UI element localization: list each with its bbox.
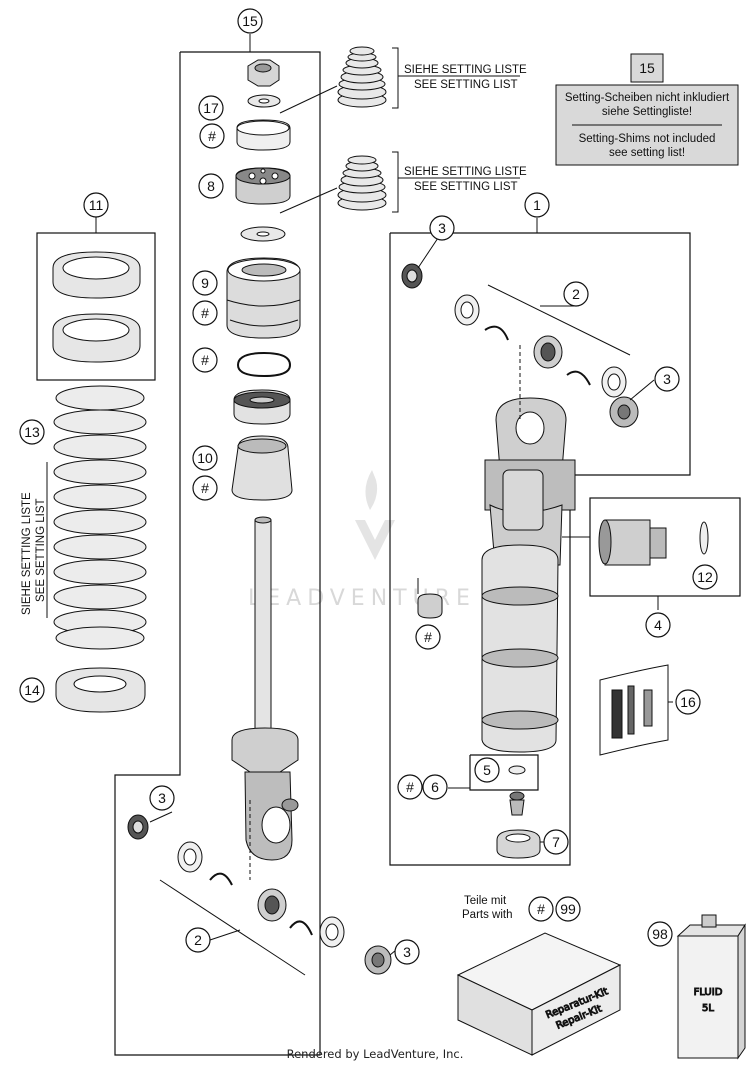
callout-hash-4-label: # [201,480,209,496]
callout-hash-2-label: # [201,305,209,321]
callout-3-bottom-left-label: 3 [158,790,166,806]
callout-11-label: 11 [89,197,104,213]
callout-1-label: 1 [533,197,541,213]
fluid-label-1: FLUID [694,987,723,998]
note-en-line1: Setting-Shims not included [579,133,716,145]
callout-5-label: 5 [483,762,491,778]
callout-3-bottom-left: 3 [149,785,175,811]
callout-6: 6 [422,774,448,800]
callout-3-bottom-right-label: 3 [403,944,411,960]
note-en-line2: see setting list! [609,147,685,159]
callout-2-bottom-label: 2 [194,932,202,948]
repair-kit-box: Reparatur-Kit Repair-Kit [456,932,622,1056]
callout-hash-99: # [528,896,554,922]
rod-assembly-frame [114,51,321,1056]
callout-98-label: 98 [652,926,668,942]
callout-6-label: 6 [431,779,439,795]
top-mount-bearing-parts [401,263,639,428]
callout-3-right-mid: 3 [654,366,680,392]
setting-list-de-top: SIEHE SETTING LISTE [404,64,527,76]
footer-credit: Rendered by LeadVenture, Inc. [287,1047,464,1061]
parts-with-en: Parts with [462,909,513,921]
seal-kit-frame [469,754,539,791]
callout-11: 11 [83,192,109,218]
callout-12-label: 12 [697,569,713,585]
callout-7: 7 [543,829,569,855]
callout-hash-99-label: # [537,901,545,917]
callout-14: 14 [19,677,45,703]
seal-parts [448,765,541,859]
callout-15-note: 15 [630,53,664,83]
valve-frame [589,497,741,597]
callout-2-right-label: 2 [572,286,580,302]
piston-rod [231,516,299,861]
callout-hash-4: # [192,475,218,501]
callout-10-label: 10 [197,450,213,466]
callout-hash-1-label: # [208,128,216,144]
callout-10: 10 [192,445,218,471]
shim-stack-top [337,46,387,108]
callout-hash-6-label: # [406,779,414,795]
callout-98: 98 [647,921,673,947]
label-sticker [599,664,669,756]
callout-2-bottom: 2 [185,927,211,953]
callout-1: 1 [524,192,550,218]
callout-3-right-top: 3 [429,215,455,241]
callout-3-bottom-right: 3 [394,939,420,965]
callout-4: 4 [645,612,671,638]
callout-2-right: 2 [563,281,589,307]
callout-hash-6: # [397,774,423,800]
callout-3-right-mid-label: 3 [663,371,671,387]
leader-lines [95,34,673,956]
callout-15-top-label: 15 [242,13,258,29]
rod-top-parts [226,59,301,501]
spring-retainer [55,667,146,713]
shim-stack-bottom [337,155,387,211]
callout-8-label: 8 [207,178,215,194]
callout-17-label: 17 [203,100,219,116]
callout-hash-3: # [192,347,218,373]
callout-4-label: 4 [654,617,662,633]
spring-setting-de: SIEHE SETTING LISTE [21,492,33,615]
setting-list-en-top: SEE SETTING LIST [414,79,518,91]
fluid-label-2: 5L [702,1003,714,1014]
callout-hash-1: # [199,123,225,149]
callout-markers: 1517#89##10#1113141323124#165#67323#9998… [19,8,718,965]
callout-99: 99 [555,896,581,922]
note-de-line1: Setting-Scheiben nicht inkludiert [565,92,730,104]
callout-12: 12 [692,564,718,590]
callout-16-label: 16 [680,694,696,710]
callout-hash-5: # [415,624,441,650]
spring-setting-en: SEE SETTING LIST [35,498,47,602]
fluid-can: FLUID 5L [676,914,746,1060]
callout-13: 13 [19,419,45,445]
callout-7-label: 7 [552,834,560,850]
callout-3-right-top-label: 3 [438,220,446,236]
callout-5: 5 [474,757,500,783]
callout-hash-2: # [192,300,218,326]
callout-hash-3-label: # [201,352,209,368]
setting-list-en-bottom: SEE SETTING LIST [414,181,518,193]
callout-9: 9 [192,270,218,296]
damper-body [417,397,576,753]
callout-13-label: 13 [24,424,40,440]
compression-valve [562,519,709,566]
callout-16: 16 [675,689,701,715]
note-de-line2: siehe Settingliste! [602,106,692,118]
coil-spring [53,385,147,650]
callout-hash-5-label: # [424,629,432,645]
callout-15-top: 15 [237,8,263,34]
callout-99-label: 99 [560,901,576,917]
callout-15-note-label: 15 [639,60,655,76]
callout-9-label: 9 [201,275,209,291]
callout-8: 8 [198,173,224,199]
callout-14-label: 14 [24,682,40,698]
parts-with-de: Teile mit [464,895,507,907]
callout-17: 17 [198,95,224,121]
bottom-mount-bearing-parts [127,800,392,976]
spring-adjuster-nuts [52,251,141,363]
setting-list-de-bottom: SIEHE SETTING LISTE [404,166,527,178]
